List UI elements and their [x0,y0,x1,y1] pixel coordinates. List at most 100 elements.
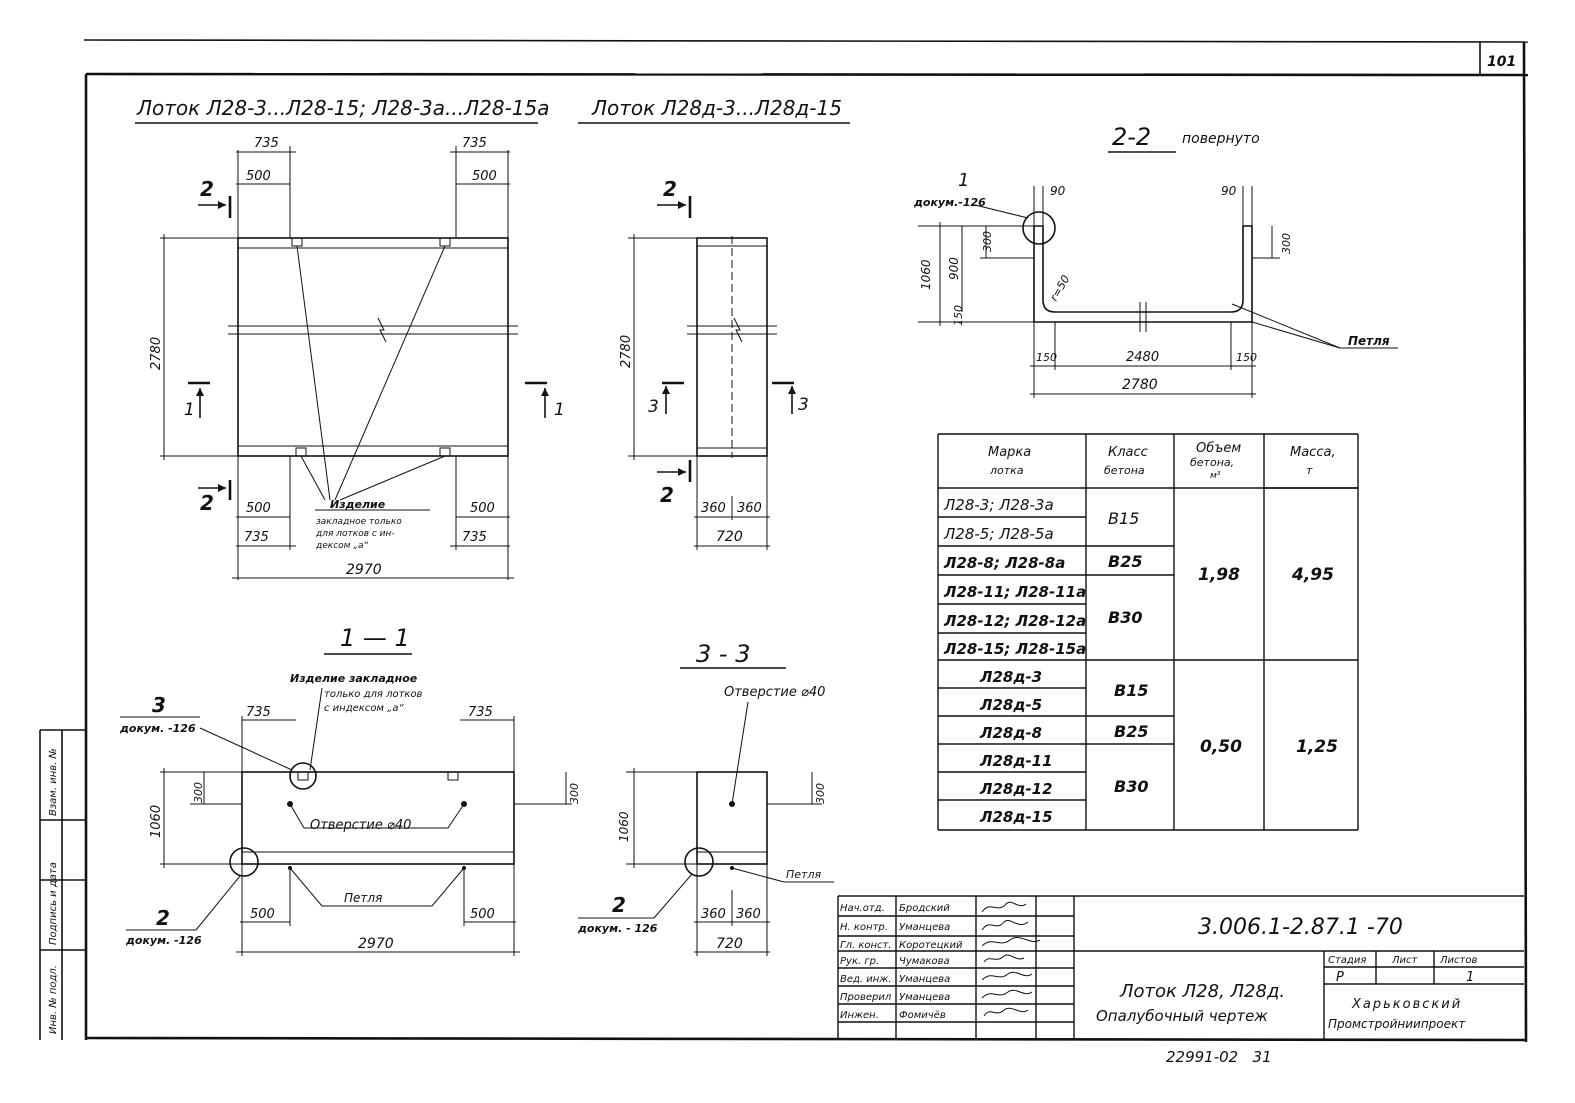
plan-l28d-section-2-top: 2 [663,177,677,201]
title-block-text: Нач.отд. Н. контр. Гл. конст. Рук. гр. В… [840,901,1477,1031]
plan-l28-note-1: закладное только [316,517,402,527]
table-mark-b-2: Л28д-8 [979,724,1042,742]
plan-l28d-dim-w2: 360 [737,501,762,516]
stage-header: Стадия [1328,955,1366,966]
section-11-note-0: Изделие закладное [290,672,418,685]
org-name-0: Харьковский [1351,997,1462,1012]
section-33-title: 3 - 3 [696,640,750,668]
plan-l28-dim-bot-735-right: 735 [462,530,487,545]
stamp-vzam-inv: Взам. инв. № [48,748,59,816]
plan-l28-dim-735-right: 735 [462,136,487,151]
table-mark-b-1: Л28д-5 [979,696,1042,714]
section-33-callout-doc: докум. - 126 [577,922,658,935]
section-22-subtitle: повернуто [1182,131,1260,147]
table-mass-b: 1,25 [1296,737,1338,757]
name-4: Уманцева [899,974,950,985]
section-22-dim-300-right: 300 [1280,233,1293,254]
sheet-header: Лист [1391,955,1419,966]
section-11-note-2: с индексом „а“ [324,703,404,714]
section-22-dim-90-right: 90 [1221,184,1237,198]
table-class-b-0: B15 [1114,681,1148,700]
role-0: Нач.отд. [840,903,885,914]
section-11-callout2-num: 2 [156,906,170,930]
doc-code: 3.006.1-2.87.1 -70 [1198,915,1403,940]
spec-table [937,433,1359,831]
signatures [981,901,1041,1017]
table-class-a-1: B25 [1108,552,1142,571]
section-22-title: 2-2 [1112,123,1151,151]
plan-l28d-dim-total: 720 [716,529,743,545]
role-4: Вед. инж. [840,974,892,985]
role-3: Рук. гр. [840,956,879,967]
section-33-hole-label: Отверстие ⌀40 [724,685,825,700]
plan-l28d-dim-height: 2780 [619,335,634,368]
section-11-dim-735-left: 735 [246,705,271,720]
plan-l28d-section-2-bot: 2 [660,483,674,507]
section-22-dim-90-left: 90 [1050,184,1066,198]
plan-view-l28d: Лоток Л28д-3...Л28д-15 2780 2 2 3 3 360 [578,96,850,550]
section-22-dim-2780: 2780 [1122,377,1158,393]
section-11-dim-300-left: 300 [192,782,205,803]
side-stamp: Инв. № подл. Подпись и дата Взам. инв. № [39,729,86,1040]
section-11-loop-label: Петля [344,891,382,905]
plan-l28-note-0: Изделие [330,498,386,511]
table-class-b-1: B25 [1114,722,1148,741]
plan-l28-dim-500-left: 500 [246,169,271,184]
plan-l28-section-1-right: 1 [554,400,565,420]
plan-l28-dim-500-right: 500 [472,169,497,184]
table-mark-b-0: Л28д-3 [979,668,1042,686]
section-22-dim-150-right: 150 [1236,351,1257,364]
plan-view-l28: Лоток Л28-3...Л28-15; Л28-3а...Л28-15а И… [135,96,565,580]
plan-l28d-section-3-left: 3 [648,397,659,417]
section-33-dim-w1: 360 [701,907,726,922]
section-33-loop-label: Петля [786,868,821,881]
section-22-dim-300-left: 300 [981,231,994,252]
table-mark-a-3: Л28-11; Л28-11а [943,583,1086,601]
section-22-loop-label: Петля [1348,334,1390,348]
section-2-2: 2-2 повернуто 1 докум.-126 90 90 1060 90… [913,123,1398,398]
section-33-dim-300: 300 [814,783,827,804]
section-11-dim-bot-500-right: 500 [470,907,495,922]
name-5: Уманцева [899,992,950,1003]
title-block [837,895,1524,1040]
product-name-1: Опалубочный чертеж [1096,1007,1268,1025]
name-3: Чумакова [899,956,950,967]
stage-value: Р [1336,970,1344,985]
table-volume-a: 1,98 [1198,565,1240,585]
table-mark-a-1: Л28-5; Л28-5а [943,525,1054,543]
role-5: Проверил [840,992,892,1003]
section-11-callout3-doc: докум. -126 [119,722,196,735]
section-33-callout-num: 2 [612,893,626,917]
section-11-dim-735-right: 735 [468,705,493,720]
section-22-dim-150-v: 150 [952,305,965,326]
sheet-frame [83,39,1529,1043]
table-class-a-0: B15 [1108,509,1139,528]
section-33-dim-1060: 1060 [617,811,631,842]
table-mark-a-2: Л28-8; Л28-8а [943,554,1065,572]
section-3-3: 3 - 3 Отверстие ⌀40 Петля 2 докум. - 126… [577,640,834,956]
section-22-dim-150-left: 150 [1036,351,1057,364]
plan-l28-dim-bot-500-right: 500 [470,501,495,516]
role-6: Инжен. [840,1010,879,1021]
table-mass-a: 4,95 [1291,565,1334,585]
table-mark-a-0: Л28-3; Л28-3а [943,496,1054,514]
table-header-class-1: бетона [1104,464,1145,477]
sheets-value: 1 [1466,970,1474,985]
stamp-inv-podl: Инв. № подл. [48,965,59,1034]
section-11-title: 1 — 1 [340,624,410,652]
section-22-dim-r50: r=50 [1047,273,1072,304]
name-0: Бродский [899,903,950,914]
section-22-dim-900: 900 [947,257,961,280]
section-11-callout3-num: 3 [152,693,166,717]
section-33-dim-total: 720 [716,936,743,952]
section-11-hole-label: Отверстие ⌀40 [310,818,411,833]
table-header-volume-2: м³ [1210,471,1221,481]
table-header-mark-1: лотка [989,464,1024,477]
table-header-mass-0: Масса, [1290,445,1336,460]
section-22-dim-1060: 1060 [919,259,933,290]
plan-l28d-title: Лоток Л28д-3...Л28д-15 [591,96,842,120]
plan-l28-section-2-bot: 2 [200,491,214,515]
role-1: Н. контр. [840,922,888,933]
sheet-number: 101 [1487,54,1516,70]
sheets-header: Листов [1439,955,1477,966]
